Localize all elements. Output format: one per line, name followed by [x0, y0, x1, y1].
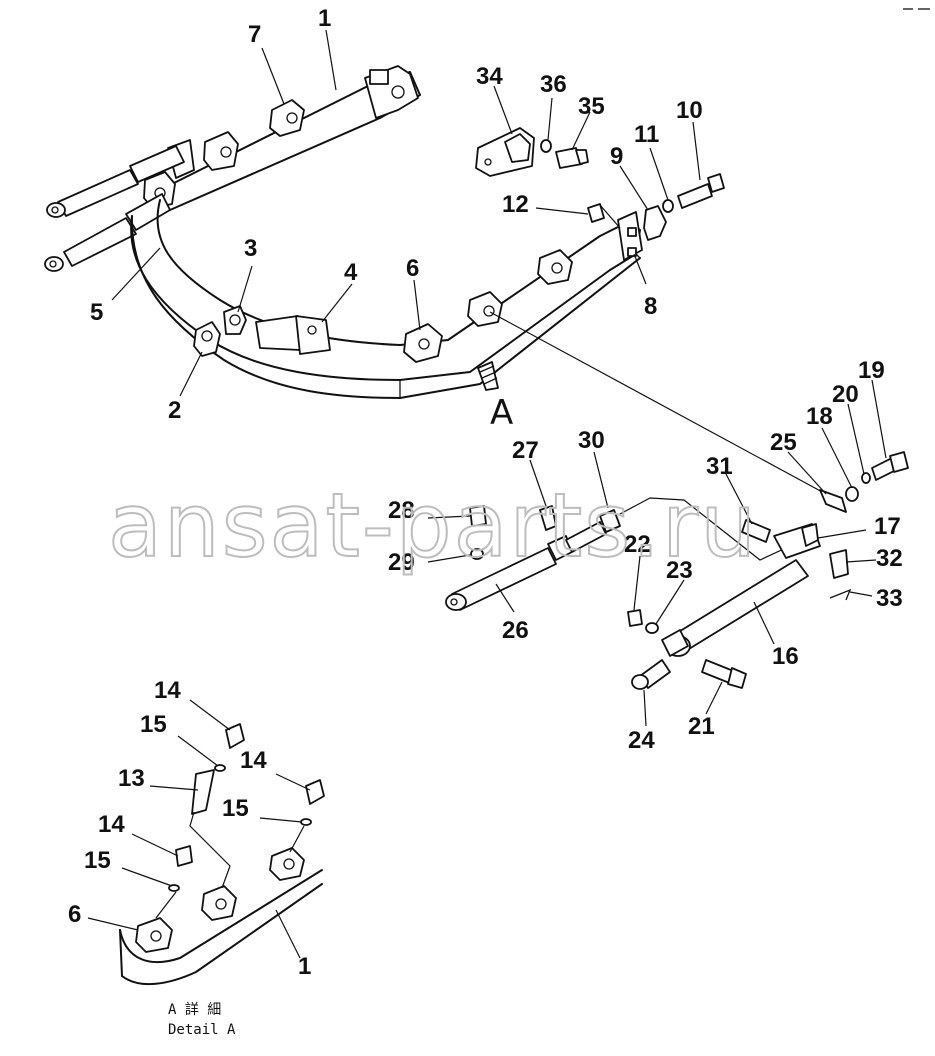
part-label: 1	[298, 953, 311, 980]
part-label: 16	[772, 643, 799, 670]
part-label: 13	[118, 765, 145, 792]
part-label: 23	[666, 557, 693, 584]
part-label: 6	[68, 901, 81, 928]
detail-caption-en: Detail A	[168, 1022, 236, 1038]
main-frame-drawing	[44, 65, 643, 399]
watermark-text: ansat-parts.ru	[108, 474, 758, 577]
part-label: 27	[512, 437, 539, 464]
part-label: 12	[502, 191, 529, 218]
part-label: 28	[388, 497, 415, 524]
part-label: 10	[676, 97, 703, 124]
part-label: 14	[154, 677, 181, 704]
part-label: 1	[318, 5, 331, 32]
leader-lines	[87, 29, 887, 959]
part-label: 4	[344, 259, 358, 286]
part-label: 24	[628, 727, 655, 754]
part-label: 15	[140, 711, 167, 738]
part-label: 9	[610, 143, 623, 170]
part-label: 2	[168, 397, 181, 424]
part-label: 29	[388, 549, 415, 576]
part-label: 17	[874, 513, 901, 540]
part-label: 35	[578, 93, 605, 120]
view-arrow	[477, 361, 499, 391]
part-label: 6	[406, 255, 419, 282]
part-label: 20	[832, 381, 859, 408]
part-label: 19	[858, 357, 885, 384]
part-label: 31	[706, 453, 733, 480]
part-label: 11	[634, 121, 659, 148]
part-label: 34	[476, 63, 503, 90]
part-label: 14	[98, 811, 125, 838]
part-label: 33	[876, 585, 903, 612]
part-label: 14	[240, 747, 267, 774]
view-arrow-label: A	[490, 393, 513, 433]
part-label: 8	[644, 293, 657, 320]
part-label: 30	[578, 427, 605, 454]
part-label: 15	[222, 795, 249, 822]
detail-a-drawing	[119, 723, 325, 986]
detail-caption-jp: A 詳 細	[168, 1002, 221, 1018]
part-label: 21	[688, 713, 715, 740]
part-label: 3	[244, 235, 257, 262]
part-label: 22	[624, 531, 651, 558]
part-label: 18	[806, 403, 833, 430]
part-label: 36	[540, 71, 567, 98]
part-label: 25	[770, 429, 797, 456]
part-label: 32	[876, 545, 903, 572]
part-label: 26	[502, 617, 529, 644]
cylinder-assembly	[427, 311, 909, 690]
part-label: 7	[248, 21, 261, 48]
part-label: 5	[90, 299, 103, 326]
top-right-parts	[475, 127, 725, 241]
part-number-labels: 7 1 34 36 35 10 11 9 12 8 3 4 6 5 2 27 3…	[68, 5, 903, 980]
part-label: 15	[84, 847, 111, 874]
